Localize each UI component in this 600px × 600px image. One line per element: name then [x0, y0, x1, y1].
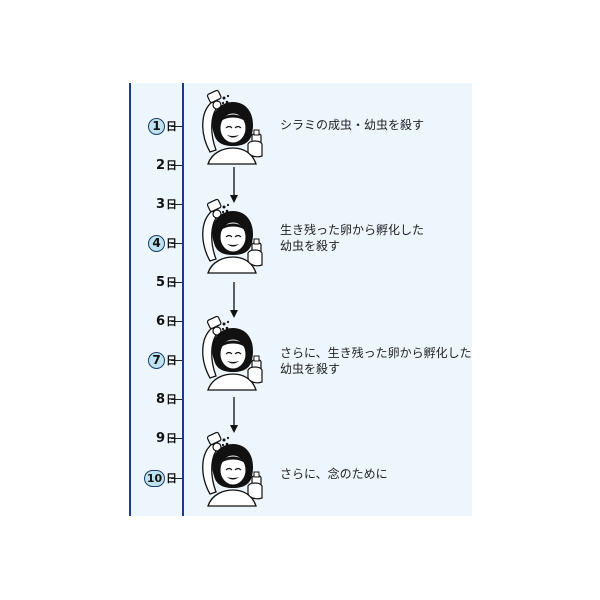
- day-tick: [171, 321, 182, 322]
- day-suffix: 日: [166, 237, 177, 250]
- down-arrow-icon: [230, 167, 238, 203]
- day-number-circled: 7: [148, 351, 165, 369]
- day-number: 8: [155, 391, 165, 407]
- step-line: 幼虫を殺す: [280, 239, 341, 253]
- timeline-panel: [129, 83, 472, 516]
- day-suffix: 日: [166, 276, 177, 289]
- day-suffix: 日: [166, 198, 177, 211]
- step-line: シラミの成虫・幼虫を殺す: [280, 118, 425, 132]
- timeline-axis: [182, 83, 184, 516]
- day-number-circled: 10: [144, 469, 165, 487]
- step-description: さらに、生き残った卵から孵化した 幼虫を殺す: [280, 345, 472, 377]
- day-suffix: 日: [166, 120, 177, 133]
- step-description: さらに、念のために: [280, 466, 388, 482]
- step-line: さらに、念のために: [280, 467, 388, 481]
- day-tick: [171, 399, 182, 400]
- timeline-left-border: [129, 83, 131, 516]
- day-tick: [171, 165, 182, 166]
- day-suffix: 日: [166, 315, 177, 328]
- day-number-circled: 1: [148, 117, 165, 135]
- day-suffix: 日: [166, 472, 177, 485]
- day-number: 9: [155, 430, 165, 446]
- day-tick: [171, 243, 182, 244]
- day-tick: [171, 204, 182, 205]
- day-suffix: 日: [166, 159, 177, 172]
- day-number: 2: [155, 157, 165, 173]
- day-number: 5: [155, 274, 165, 290]
- shampoo-woman-illustration: [202, 198, 263, 274]
- down-arrow-icon: [230, 397, 238, 433]
- shampoo-woman-illustration: [202, 89, 263, 165]
- day-tick: [171, 438, 182, 439]
- shampoo-woman-illustration: [202, 431, 263, 507]
- day-tick: [171, 126, 182, 127]
- day-number: 3: [155, 196, 165, 212]
- step-line: さらに、生き残った卵から孵化した: [280, 346, 472, 360]
- step-description: シラミの成虫・幼虫を殺す: [280, 117, 424, 133]
- day-suffix: 日: [166, 432, 177, 445]
- step-line: 幼虫を殺す: [280, 362, 341, 376]
- shampoo-woman-illustration: [202, 315, 263, 391]
- day-number-circled: 4: [148, 234, 165, 252]
- day-tick: [171, 282, 182, 283]
- day-suffix: 日: [166, 393, 177, 406]
- step-line: 生き残った卵から孵化した: [280, 223, 425, 237]
- down-arrow-icon: [230, 282, 238, 318]
- step-description: 生き残った卵から孵化した 幼虫を殺す: [280, 222, 424, 254]
- day-tick: [171, 360, 182, 361]
- day-number: 6: [155, 313, 165, 329]
- day-suffix: 日: [166, 354, 177, 367]
- day-tick: [171, 478, 182, 479]
